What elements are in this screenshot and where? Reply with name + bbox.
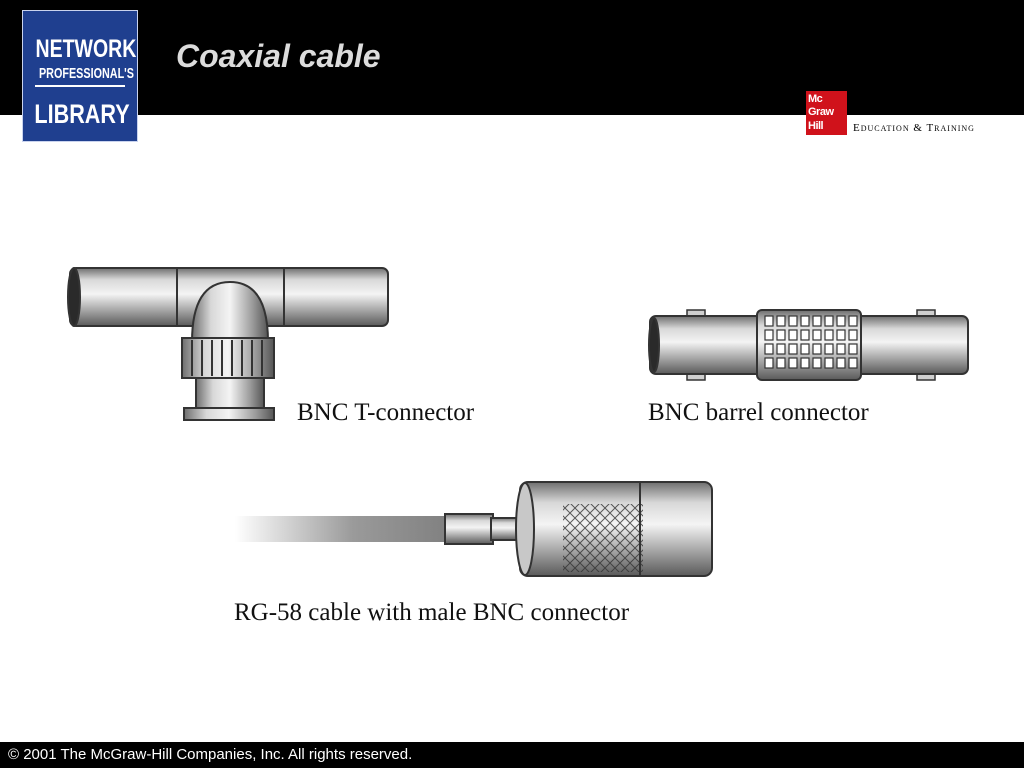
slide-title: Coaxial cable — [176, 38, 381, 74]
bnc-t-connector-icon — [67, 267, 389, 421]
caption-bnc-t-connector: BNC T-connector — [297, 399, 475, 426]
osborne-tagline: Education & Training — [853, 122, 975, 134]
bnc-barrel-connector-icon — [648, 309, 969, 381]
logo-rule — [35, 85, 125, 87]
copyright-notice: © 2001 The McGraw-Hill Companies, Inc. A… — [8, 746, 413, 763]
network-professionals-library-logo: NETWORK PROFESSIONAL'S LIBRARY — [22, 10, 138, 142]
logo-line-library: LIBRARY — [34, 99, 130, 129]
mcgraw-hill-line-hill: Hill — [808, 120, 824, 132]
caption-rg58-cable: RG-58 cable with male BNC connector — [234, 599, 630, 626]
publisher-logo: Mc Graw Hill OSBORNE Education & Trainin… — [806, 91, 1018, 136]
mcgraw-hill-logo: Mc Graw Hill — [806, 91, 847, 135]
logo-line-professionals: PROFESSIONAL'S — [38, 65, 134, 82]
logo-line-network: NETWORK — [35, 35, 137, 63]
rg58-cable-icon — [235, 481, 713, 577]
mcgraw-hill-line-mc: Mc — [808, 93, 823, 105]
header-bar — [0, 0, 1024, 115]
osborne-wordmark: OSBORNE — [854, 92, 994, 114]
footer-bar: © 2001 The McGraw-Hill Companies, Inc. A… — [0, 742, 1024, 768]
caption-bnc-barrel-connector: BNC barrel connector — [648, 399, 869, 426]
mcgraw-hill-line-graw: Graw — [808, 106, 834, 118]
